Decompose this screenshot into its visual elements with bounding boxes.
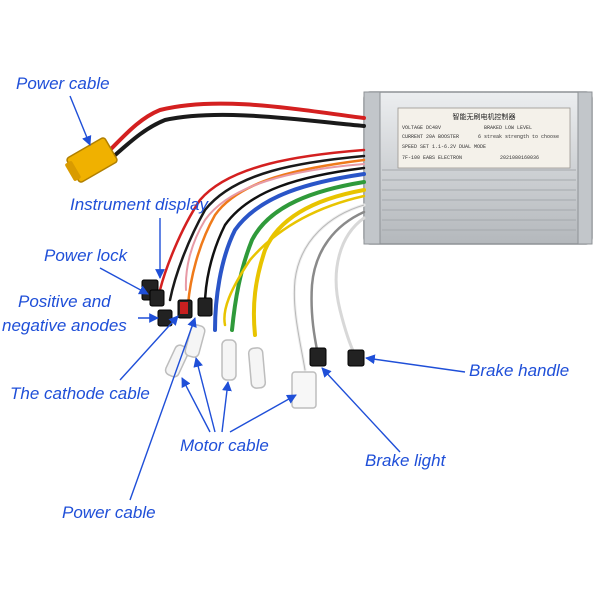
arrow-cathode bbox=[119, 315, 179, 381]
callout-arrows bbox=[69, 95, 466, 501]
power-wire-black bbox=[112, 112, 366, 158]
label-voltage: VOLTAGE DC48V bbox=[402, 125, 441, 131]
wire-white-outline bbox=[293, 204, 365, 371]
callout-instrument-display: Instrument display bbox=[70, 195, 208, 214]
wire-black-thin2 bbox=[203, 166, 366, 307]
label-strength: 6 streak strength to choose bbox=[478, 134, 559, 140]
arrow-brake-light bbox=[321, 367, 401, 453]
wire-red-thin bbox=[158, 148, 366, 292]
label-maker: 7F-100 EABS ELECTRON bbox=[402, 155, 462, 161]
arrow-power-bottom bbox=[129, 317, 197, 501]
callout-power-cable-bottom: Power cable bbox=[62, 503, 156, 522]
spec-label: 智能无刷电机控制器 VOLTAGE DC48V BRAKED LOW LEVEL… bbox=[397, 107, 571, 169]
red-connector bbox=[180, 302, 188, 314]
label-speed: SPEED SET 1.1-6.2V DUAL MODE bbox=[402, 144, 486, 150]
connector-brake-handle bbox=[347, 349, 365, 367]
connector-2 bbox=[197, 297, 213, 317]
power-wire-red bbox=[108, 101, 366, 152]
connector-anodes bbox=[157, 309, 173, 327]
wire-pink bbox=[184, 163, 365, 291]
callout-positive-negative-1: Positive and bbox=[18, 292, 111, 311]
xt-power-connector bbox=[65, 137, 118, 183]
callout-power-lock: Power lock bbox=[44, 246, 128, 265]
hall-connector bbox=[291, 371, 317, 409]
callout-cathode-cable: The cathode cable bbox=[10, 384, 150, 403]
wire-green bbox=[230, 180, 366, 332]
label-serial: 2021080160036 bbox=[500, 155, 539, 161]
arrow-motor-2 bbox=[193, 357, 216, 433]
arrow-brake-handle bbox=[365, 354, 466, 373]
label-current: CURRENT 20A BOOSTER bbox=[402, 134, 459, 140]
wire-white-brake bbox=[334, 216, 366, 357]
wire-gray bbox=[310, 210, 366, 357]
callout-power-cable-top: Power cable bbox=[16, 74, 110, 93]
callout-positive-negative-2: negative anodes bbox=[2, 316, 127, 335]
wire-blue bbox=[213, 172, 366, 332]
connector-brake-light bbox=[309, 347, 327, 367]
arrow-motor-1 bbox=[181, 377, 211, 433]
arrow-power-lock bbox=[99, 267, 149, 295]
connector-power-lock bbox=[149, 289, 165, 307]
callout-motor-cable: Motor cable bbox=[180, 436, 269, 455]
wire-yellow-thin bbox=[223, 194, 366, 327]
wire-orange bbox=[186, 158, 366, 307]
label-braked: BRAKED LOW LEVEL bbox=[484, 125, 532, 131]
wire-black-thin bbox=[168, 154, 366, 302]
arrow-motor-4 bbox=[229, 394, 297, 433]
wire-harness bbox=[108, 101, 366, 372]
motor-bullet-connectors bbox=[164, 324, 267, 389]
wire-yellow bbox=[251, 188, 366, 337]
label-title: 智能无刷电机控制器 bbox=[453, 112, 516, 122]
callout-brake-light: Brake light bbox=[365, 451, 446, 470]
callout-brake-handle: Brake handle bbox=[469, 361, 570, 380]
arrow-power-top bbox=[69, 95, 92, 146]
arrow-motor-3 bbox=[221, 381, 232, 433]
